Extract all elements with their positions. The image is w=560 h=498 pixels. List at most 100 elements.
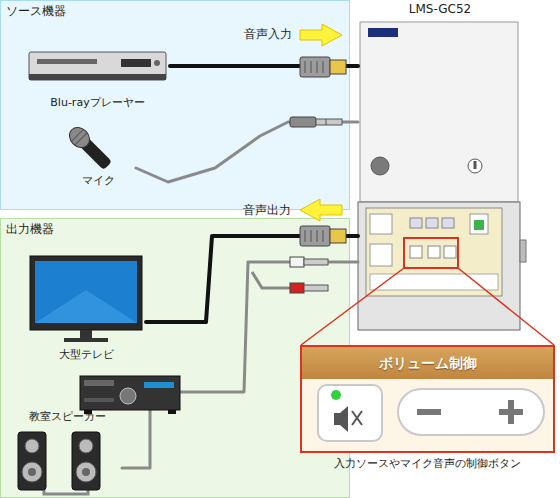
device-body-part [370, 244, 392, 266]
device-body-part [358, 202, 520, 330]
device-body-part [474, 220, 484, 230]
hdmi-plug-part [300, 226, 330, 246]
callout-highlight-part [404, 238, 458, 268]
equipment-box: 教室スピーカー [12, 410, 122, 496]
speakers-icon-part [72, 432, 100, 490]
mic-icon-part [65, 124, 114, 172]
device-body-part [442, 218, 454, 228]
callout-highlight [301, 238, 554, 345]
amplifier-part [144, 382, 174, 388]
callout-highlight-part [301, 268, 404, 345]
device-body-part [520, 240, 526, 262]
speakers-icon-part-part [79, 439, 93, 453]
amplifier-part [120, 388, 136, 404]
hdmi-plug-part [330, 229, 346, 243]
hdmi-plug-part [330, 60, 346, 74]
direction-arrow-part [300, 24, 342, 46]
buttons-icon-part [508, 400, 514, 424]
amplifier-part [84, 380, 114, 386]
rca-plug-part [290, 283, 304, 293]
device-body-part [410, 246, 422, 258]
mini-jack-plug-part [326, 119, 327, 125]
tv-icon-part [80, 330, 92, 338]
player-icon-part [154, 60, 160, 66]
device-body-part [370, 274, 498, 290]
buttons-icon-part [398, 389, 544, 435]
player-icon-part [37, 59, 97, 64]
device-body-part [474, 161, 477, 169]
node-label: ボリューム制御 [302, 347, 553, 379]
region-panel: 出力機器大型テレビ教室スピーカー [0, 218, 350, 498]
device-body-part [360, 22, 518, 202]
tv-icon-part [35, 261, 137, 323]
callout-box: ボリューム制御入力ソースやマイク音声の制御ボタン [300, 345, 555, 453]
buttons-icon-part [334, 406, 348, 432]
buttons-icon-part [417, 409, 441, 415]
device-body-part [366, 208, 502, 296]
node-label: Blu-rayプレーヤー [25, 96, 170, 110]
source-region-ground-part [1, 1, 350, 210]
device-body-part [444, 246, 456, 258]
equipment-box: Blu-rayプレーヤー [25, 44, 170, 110]
hdmi-plug-part [317, 230, 318, 242]
device-box: LMS-GC52 [358, 20, 522, 332]
node-label: マイク [60, 174, 136, 188]
node-label: ソース機器 [6, 4, 66, 18]
device-body-part [368, 28, 398, 37]
tv-icon [26, 250, 146, 362]
amplifier-part [84, 398, 114, 402]
node-label: 入力ソースやマイク音声の制御ボタン [300, 457, 555, 471]
speakers-icon-part [18, 432, 46, 490]
buttons-icon-part [331, 390, 341, 400]
node-label: 大型テレビ [26, 348, 146, 362]
rca-plug-part [304, 259, 328, 265]
hdmi-plug [300, 226, 346, 246]
cable-connector [136, 122, 358, 182]
speakers-icon-part-part [76, 462, 96, 482]
speakers-icon-part-part [72, 432, 100, 490]
mini-jack-plug-part [290, 117, 316, 127]
signal-label: 音声入力 [244, 27, 292, 42]
node-label: 教室スピーカー [12, 410, 122, 424]
hdmi-plug-part [317, 61, 318, 73]
signal-label: 音声出力 [243, 203, 291, 218]
device-body-part [470, 214, 488, 234]
speakers-icon-part-part [28, 468, 36, 476]
speaker-wire-part [44, 490, 88, 494]
hdmi-plug-part [300, 57, 330, 77]
equipment-box: マイク [60, 124, 136, 188]
cable-connector [146, 236, 358, 322]
hdmi-plug [300, 57, 346, 77]
device-body-part [426, 218, 438, 228]
output-region-ground [1, 219, 350, 498]
tv-icon-part [64, 338, 108, 342]
node-label: LMS-GC52 [358, 2, 522, 16]
buttons-icon-part [352, 411, 362, 425]
region-panel: ソース機器 Blu-rayプレーヤーマイク [0, 0, 350, 210]
hdmi-plug-part [311, 61, 312, 73]
device-body-part [371, 157, 389, 175]
callout-highlight-part [458, 268, 554, 345]
speakers-icon-part-part [25, 439, 39, 453]
device-body-part [410, 218, 422, 228]
player-icon-part [121, 59, 151, 67]
speakers-icon-part-part [82, 468, 90, 476]
hdmi-plug-part [323, 61, 324, 73]
buttons-icon-part [318, 385, 382, 441]
direction-arrow-part [300, 199, 342, 221]
player-icon-part [29, 52, 166, 80]
amplifier-part [80, 376, 180, 410]
tv-icon-part [35, 290, 137, 323]
mini-jack-plug [290, 117, 342, 127]
speakers-icon-part-part [18, 432, 46, 490]
device-body-part [370, 214, 392, 234]
device-body-part [468, 159, 482, 173]
mic-icon-part-part [65, 124, 93, 152]
node-label: 出力機器 [6, 222, 54, 236]
amplifier-part [168, 410, 176, 414]
mini-jack-plug-part [316, 119, 342, 125]
mic-icon-part-part [72, 130, 83, 141]
source-region-ground [1, 1, 350, 210]
tv-icon-part [30, 256, 142, 330]
speakers-icon-part-part [22, 462, 42, 482]
